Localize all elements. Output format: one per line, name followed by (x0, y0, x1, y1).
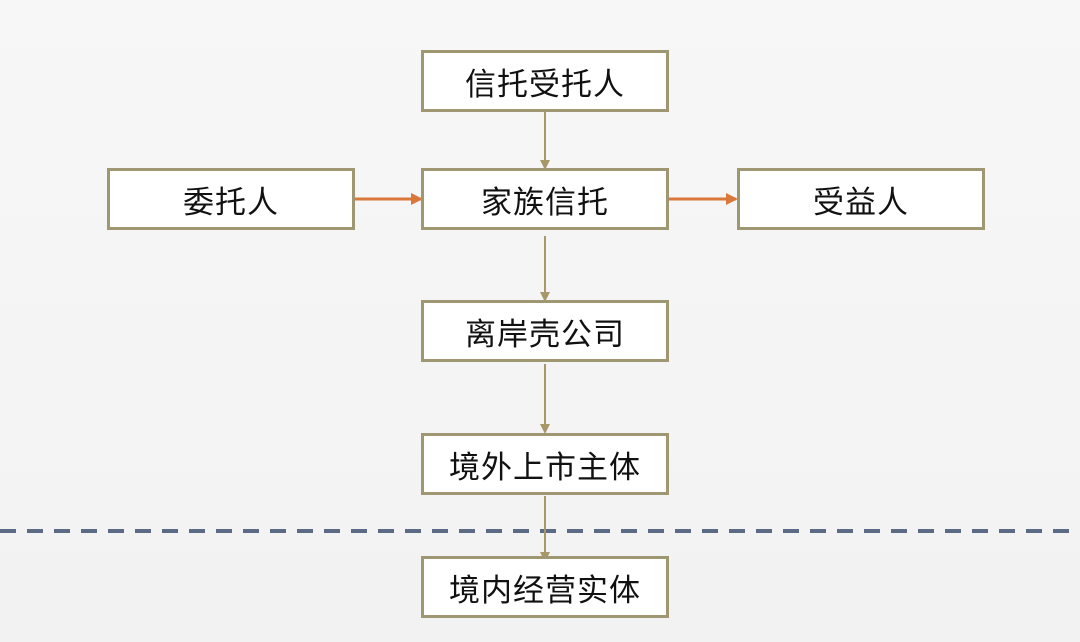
node-settlor: 委托人 (107, 168, 355, 230)
node-family-trust: 家族信托 (421, 168, 669, 230)
node-offshore-shell: 离岸壳公司 (421, 300, 669, 362)
node-trustee: 信托受托人 (421, 50, 669, 112)
node-beneficiary: 受益人 (737, 168, 985, 230)
node-overseas-listed: 境外上市主体 (421, 433, 669, 495)
node-domestic-entity: 境内经营实体 (421, 556, 669, 618)
